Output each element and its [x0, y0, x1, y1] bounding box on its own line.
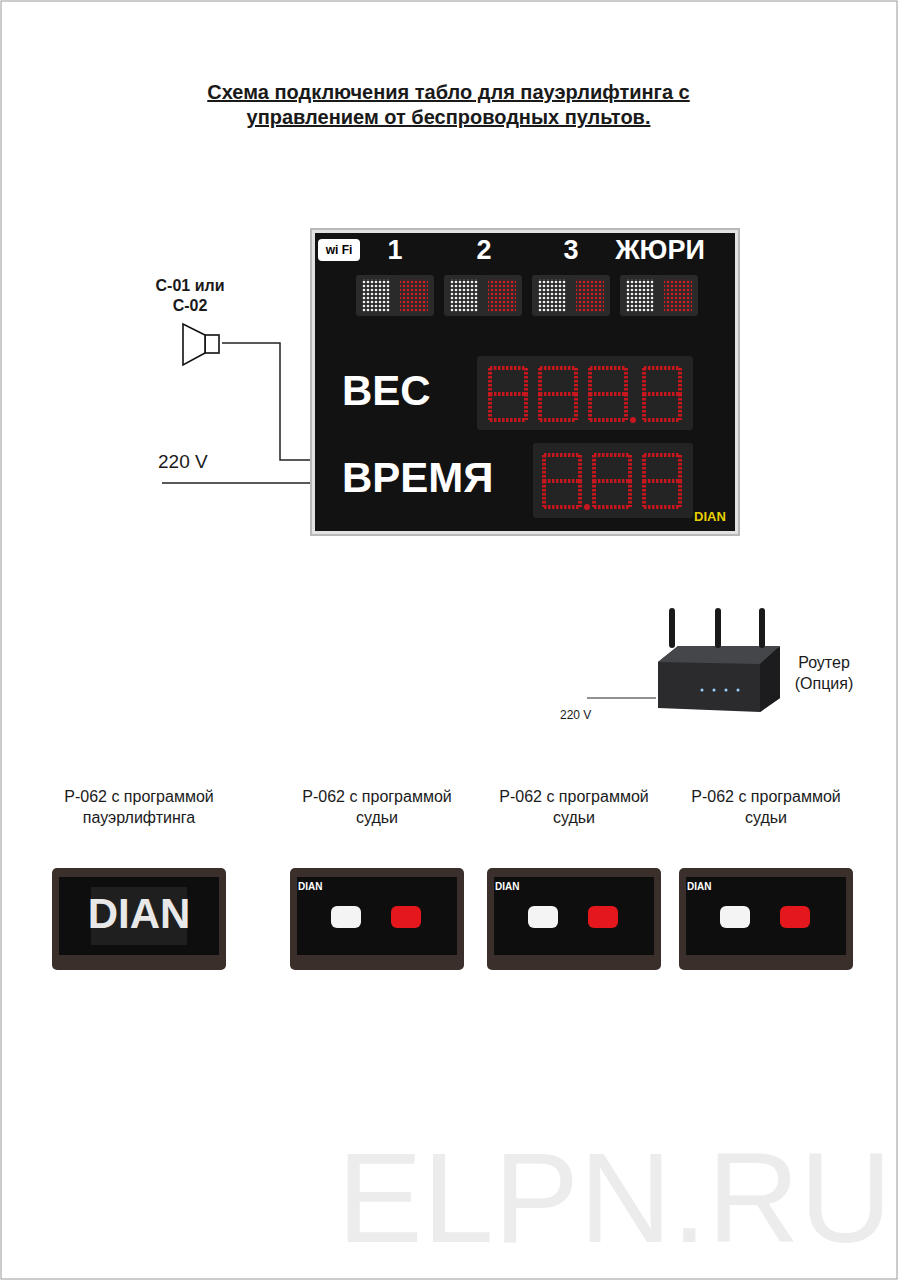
seven-segment-digit [644, 368, 680, 420]
remote-heading: Р-062 с программой пауэрлифтинга [51, 786, 227, 828]
jury-label: ЖЮРИ [600, 236, 720, 266]
voltage-label: 220 V [158, 452, 228, 473]
remote-body [679, 868, 853, 970]
lamp-block [532, 275, 610, 316]
board-face [315, 233, 735, 531]
white-button [528, 906, 558, 928]
speaker: С-01 или С-02 [148, 276, 232, 372]
red-button [588, 906, 618, 928]
router: Роутер (Опция) [650, 600, 864, 716]
speaker-symbol [183, 324, 219, 365]
remote-control: Р-062 с программой судьиDIAN [289, 786, 465, 972]
seven-segment-digit [540, 368, 576, 420]
brand-logo: DIAN [687, 881, 711, 892]
signal-wire [222, 343, 310, 460]
remote-body [52, 868, 226, 970]
watermark: ELPN.RU [300, 1128, 892, 1269]
lamp-block [444, 275, 522, 316]
lamp-block [356, 275, 434, 316]
router-label: Роутер (Опция) [784, 652, 864, 694]
judge-number: 2 [469, 236, 499, 266]
diagram-title: Схема подключения табло для пауэрлифтинг… [156, 80, 741, 130]
judge-number: 3 [556, 236, 586, 266]
weight-label: ВЕС [342, 368, 431, 414]
brand-logo: DIAN [495, 881, 519, 892]
seven-segment-digit [594, 455, 630, 507]
remote-heading: Р-062 с программой судьи [289, 786, 465, 828]
seven-segment-digit [544, 455, 590, 510]
wifi-logo: wi Fi [318, 239, 360, 261]
lamp-block [620, 275, 698, 316]
remote-body [290, 868, 464, 970]
digit-display [533, 443, 693, 518]
remote-control: Р-062 с программой пауэрлифтингаDIAN [51, 786, 227, 972]
judge-number: 1 [380, 236, 410, 266]
brand-logo: DIAN [298, 881, 322, 892]
board-frame [311, 229, 739, 535]
seven-segment-digit [490, 368, 526, 420]
speaker-label: С-01 или С-02 [148, 276, 232, 316]
power-wire [587, 698, 656, 699]
scoreboard-panel: wi Fi 1 2 3 ЖЮРИ ВЕС ВРЕМЯ DIAN [310, 228, 740, 536]
remote-control: Р-062 с программой судьиDIAN [486, 786, 662, 972]
red-button [780, 906, 810, 928]
seven-segment-digit [590, 368, 636, 423]
seven-segment-digit [644, 455, 680, 507]
remote-control: Р-062 с программой судьиDIAN [678, 786, 854, 972]
white-button [331, 906, 361, 928]
remote-heading: Р-062 с программой судьи [678, 786, 854, 828]
digit-display [477, 356, 693, 430]
router-image [658, 608, 780, 712]
remote-heading: Р-062 с программой судьи [486, 786, 662, 828]
red-button [391, 906, 421, 928]
power-wire [162, 482, 310, 484]
time-label: ВРЕМЯ [342, 455, 494, 501]
brand-logo: DIAN [51, 891, 227, 937]
remote-body [487, 868, 661, 970]
brand-logo: DIAN [694, 510, 726, 524]
voltage-label: 220 V [560, 709, 610, 722]
white-button [720, 906, 750, 928]
